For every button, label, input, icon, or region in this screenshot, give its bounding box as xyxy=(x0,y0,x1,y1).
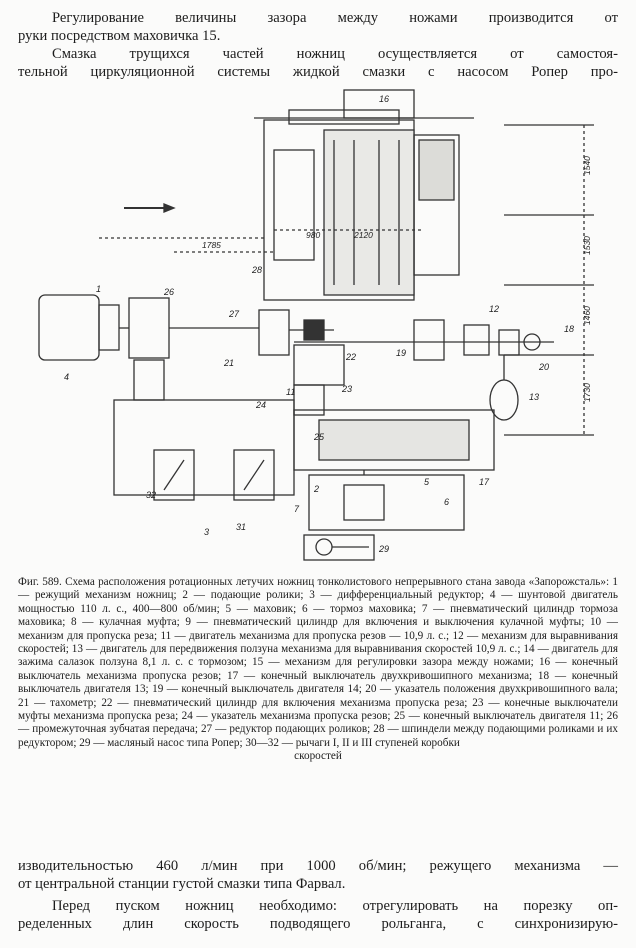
figure-label: 26 xyxy=(163,287,174,297)
machine-schematic-figure: 16 1 4 26 27 21 28 22 23 11 24 25 18 12 … xyxy=(38,89,594,561)
figure-label: 23 xyxy=(341,384,352,394)
paragraph-startup: Перед пуском ножниц необходимо: отрегули… xyxy=(18,898,618,933)
text-line: от центральной станции густой смазки тип… xyxy=(18,876,618,894)
figure-label: 13 xyxy=(529,392,539,402)
caption-text-end: скоростей xyxy=(294,750,342,763)
dimension-label: 1540 xyxy=(582,156,592,175)
dimension-labels: 1540 1530 1460 1730 1785 980 2120 xyxy=(202,156,592,402)
text-line: Смазка трущихся частей ножниц осуществля… xyxy=(18,46,618,64)
dimension-label: 1785 xyxy=(202,240,221,250)
figure-label: 32 xyxy=(146,490,156,500)
figure-label: 2 xyxy=(313,484,319,494)
text-line: руки посредством маховичка 15. xyxy=(18,28,618,46)
figure-label: 19 xyxy=(396,348,406,358)
figure-label: 5 xyxy=(424,477,430,487)
text-line-content: ределенных длин скорость подводящего рол… xyxy=(18,915,618,932)
figure-label: 16 xyxy=(379,94,389,104)
figure-label: 11 xyxy=(286,387,295,397)
figure-label: 28 xyxy=(251,265,262,275)
text-line: ределенных длин скорость подводящего рол… xyxy=(18,916,618,934)
text-line-content: изводительностью 460 л/мин при 1000 об/м… xyxy=(18,858,618,874)
figure-caption: Фиг. 589. Схема расположения ротационных… xyxy=(18,576,618,764)
figure-label: 25 xyxy=(313,432,325,442)
text-line-content: тельной циркуляционной системы жидкой см… xyxy=(18,63,618,80)
text-line-content: Перед пуском ножниц необходимо: отрегули… xyxy=(52,898,618,914)
text-line-content: от центральной станции густой смазки тип… xyxy=(18,875,346,892)
text-line: Перед пуском ножниц необходимо: отрегули… xyxy=(18,898,618,916)
figure-label: 22 xyxy=(345,352,356,362)
pump-29 xyxy=(303,534,375,561)
figure-label: 27 xyxy=(228,309,240,319)
text-line: Регулирование величины зазора между ножа… xyxy=(18,10,618,28)
text-line-content: руки посредством маховичка 15. xyxy=(18,27,221,44)
figure-label: 31 xyxy=(236,522,246,532)
base-frame-3 xyxy=(113,399,295,496)
figure-label: 29 xyxy=(378,544,389,554)
dimension-label: 2120 xyxy=(353,230,373,240)
figure-label: 20 xyxy=(538,362,549,372)
cylinder-22 xyxy=(293,344,345,386)
paragraph-continuation: изводительностью 460 л/мин при 1000 об/м… xyxy=(18,858,618,893)
lower-housing xyxy=(293,409,495,471)
figure-label: 7 xyxy=(294,504,300,514)
dimension-label: 980 xyxy=(306,230,320,240)
figure-label: 3 xyxy=(204,527,209,537)
figure-label: 1 xyxy=(96,284,101,294)
schematic-lines xyxy=(38,89,594,561)
motor-4 xyxy=(38,294,100,361)
text-line-content: Регулирование величины зазора между ножа… xyxy=(52,10,618,26)
figure-labels: 16 1 4 26 27 21 28 22 23 11 24 25 18 12 … xyxy=(64,94,574,554)
dimension-label: 1730 xyxy=(582,383,592,402)
figure-label: 17 xyxy=(479,477,490,487)
figure-label: 12 xyxy=(489,304,499,314)
figure-label: 24 xyxy=(255,400,266,410)
reducer-27 xyxy=(258,309,290,356)
gear-26 xyxy=(128,297,170,359)
text-line-content: Смазка трущихся частей ножниц осуществля… xyxy=(52,46,618,62)
figure-label: 21 xyxy=(223,358,234,368)
caption-text: Фиг. 589. Схема расположения ротационных… xyxy=(18,576,618,749)
text-line: изводительностью 460 л/мин при 1000 об/м… xyxy=(18,858,618,876)
paragraph-adjustment: Регулирование величины зазора между ножа… xyxy=(18,10,618,45)
figure-label: 6 xyxy=(444,497,449,507)
text-line: тельной циркуляционной системы жидкой см… xyxy=(18,64,618,82)
paragraph-lubrication: Смазка трущихся частей ножниц осуществля… xyxy=(18,46,618,81)
dimension-label: 1530 xyxy=(582,236,592,255)
dimension-label: 1460 xyxy=(582,306,592,325)
motor-13 xyxy=(489,379,519,421)
flywheel-base xyxy=(308,474,465,531)
figure-label: 18 xyxy=(564,324,574,334)
figure-label: 4 xyxy=(64,372,69,382)
mechanism-12 xyxy=(413,319,445,361)
